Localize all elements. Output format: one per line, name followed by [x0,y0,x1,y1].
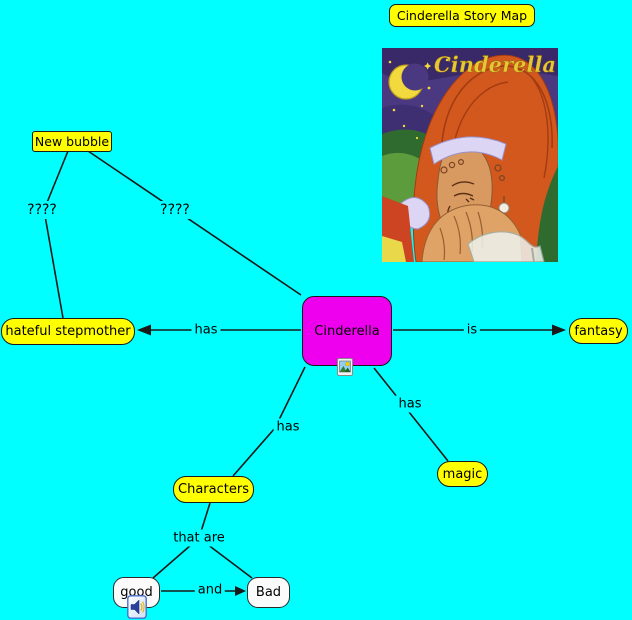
node-cinderella[interactable]: Cinderella [302,296,392,366]
node-new-bubble[interactable]: New bubble [32,131,112,152]
glass-slipper [467,231,545,262]
node-hateful-stepmother[interactable]: hateful stepmother [1,318,135,345]
map-title-bubble[interactable]: Cinderella Story Map [389,4,535,27]
node-label: Characters [178,482,249,497]
node-bad[interactable]: Bad [247,577,290,608]
yellow-fabric [382,236,406,262]
picture-icon[interactable] [337,358,353,376]
link-label-that-are[interactable]: that are [170,529,228,547]
node-label: magic [442,466,483,482]
speaker-icon[interactable] [127,595,147,619]
cinderella-cover-image[interactable]: Cinderella [382,48,558,262]
link-label-has-magic[interactable]: has [395,395,425,413]
node-label: hateful stepmother [5,324,131,339]
node-label: Bad [255,585,282,600]
link-label-has-characters[interactable]: has [273,418,303,436]
headband [429,136,507,165]
link-label-unknown-left[interactable]: ???? [24,201,60,219]
cover-caption: Cinderella [434,52,556,77]
map-title-text: Cinderella Story Map [396,8,528,23]
link-newbubble-stepmother [43,150,69,319]
curls [440,158,505,181]
crescent-moon [388,63,429,100]
link-label-and[interactable]: and [194,581,226,599]
arrowhead-to-bad [235,586,246,596]
arrowhead-to-fantasy [552,324,566,336]
node-magic[interactable]: magic [437,461,488,487]
stars [388,58,449,140]
node-label: New bubble [34,134,110,149]
node-fantasy[interactable]: fantasy [569,318,628,344]
link-cinderella-magic [373,367,449,462]
arrowhead-to-stepmother [137,324,151,336]
link-label-is-fantasy[interactable]: is [463,321,481,339]
link-label-unknown-right[interactable]: ???? [157,201,193,219]
node-label: fantasy [574,323,623,339]
link-newbubble-cinderella [87,150,302,296]
node-characters[interactable]: Characters [173,476,254,503]
link-label-has-stepmother[interactable]: has [191,321,221,339]
node-label: Cinderella [314,323,380,339]
